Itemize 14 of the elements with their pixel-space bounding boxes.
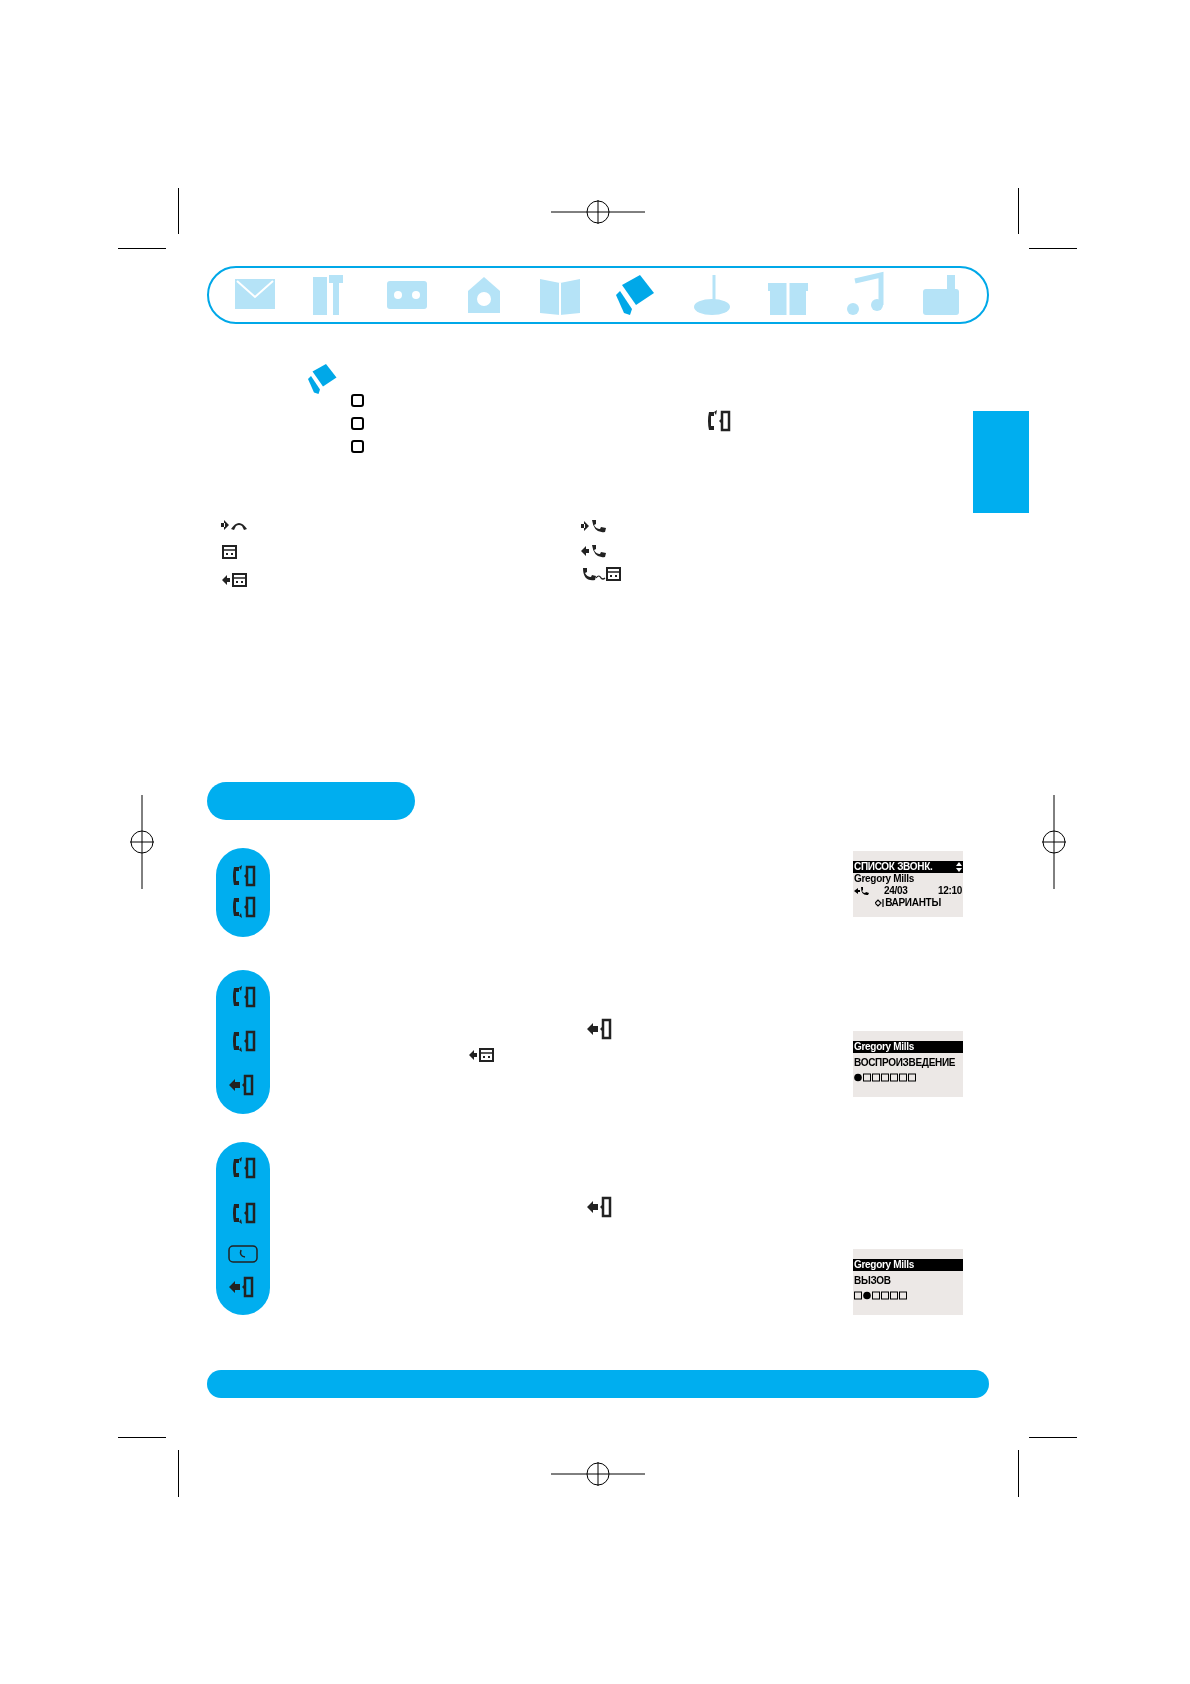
screen-title: СПИСОК ЗВОНК. — [853, 861, 934, 873]
contact-name: Gregory Mills — [853, 1259, 963, 1271]
section-tab — [973, 411, 1029, 513]
phone-screen — [853, 1031, 963, 1097]
phone-screen — [853, 1249, 963, 1315]
status-text: ВЫЗОВ — [853, 1275, 892, 1287]
softkey-label: ВАРИАНТЫ — [885, 897, 941, 909]
call-date: 24/03 — [884, 885, 908, 897]
call-time: 12:10 — [937, 885, 962, 897]
status-text: ВОСПРОИЗВЕДЕНИЕ — [853, 1057, 957, 1069]
contact-name: Gregory Mills — [853, 1041, 963, 1053]
section-heading-bar — [207, 782, 415, 820]
phone-screen — [853, 851, 963, 917]
contact-name: Gregory Mills — [853, 873, 915, 885]
